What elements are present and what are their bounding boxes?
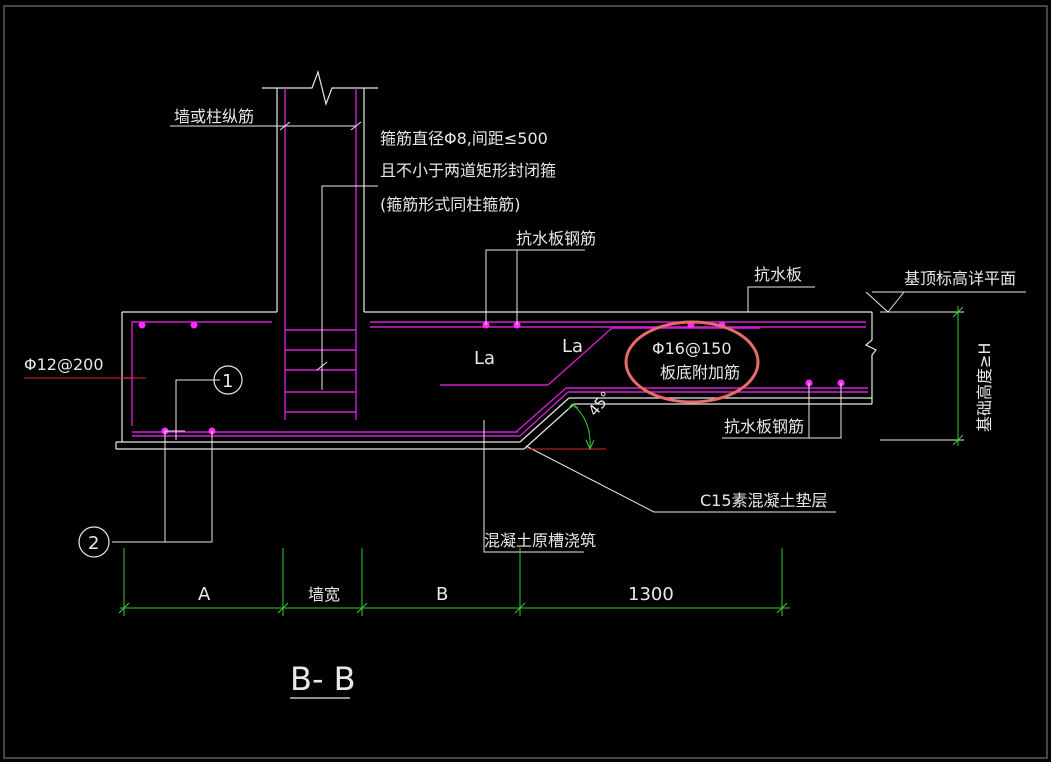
- marker-1-text: 1: [222, 371, 233, 392]
- highlight-circle: [624, 320, 760, 404]
- marker-2-text: 2: [88, 533, 99, 554]
- drawing-border: [3, 5, 1048, 759]
- label-extra-rebar-spec: Φ16@150: [652, 339, 732, 358]
- section-title: B- B: [290, 660, 356, 698]
- label-waterproof-rebar-top: 抗水板钢筋: [516, 229, 596, 248]
- label-waterproof-rebar-bottom: 抗水板钢筋: [724, 417, 804, 436]
- label-stirrup-3: (箍筋形式同柱箍筋): [380, 195, 521, 214]
- label-concrete-cast: 混凝土原槽浇筑: [484, 531, 596, 550]
- dim-a-text: A: [198, 584, 211, 605]
- label-foundation-height: 基础高度≥H: [975, 343, 994, 432]
- label-la-right: La: [562, 336, 583, 357]
- label-la-left: La: [474, 348, 495, 369]
- label-waterproof-plate: 抗水板: [754, 265, 802, 284]
- label-wall-column-rebar: 墙或柱纵筋: [174, 107, 254, 126]
- red-lines: [24, 377, 606, 450]
- label-stirrup-1: 箍筋直径Φ8,间距≤500: [380, 129, 548, 148]
- marker-1-circle: [213, 365, 243, 395]
- label-extra-rebar-name: 板底附加筋: [660, 363, 740, 382]
- dim-1300-text: 1300: [628, 584, 674, 605]
- rebar-lines: [124, 88, 868, 437]
- angle-arc: [567, 403, 595, 451]
- label-side-rebar: Φ12@200: [24, 355, 104, 374]
- label-c15-layer: C15素混凝土垫层: [700, 491, 828, 510]
- label-stirrup-2: 且不小于两道矩形封闭箍: [380, 161, 556, 180]
- dim-wall-text: 墙宽: [308, 585, 340, 604]
- dim-b-text: B: [436, 584, 448, 605]
- label-foundation-top-elev: 基顶标高详平面: [904, 269, 1016, 288]
- leader-lines: [112, 121, 1026, 553]
- dimension-lines: [118, 306, 964, 616]
- marker-2-circle: [78, 526, 110, 558]
